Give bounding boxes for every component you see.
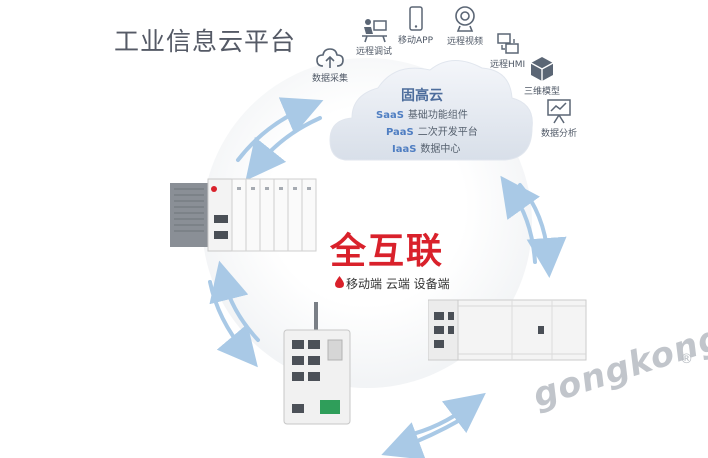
arrow-left-up (209, 260, 260, 342)
cloud-line-tag: IaaS (392, 144, 417, 155)
icon-3d-model: 三维模型 (524, 55, 560, 97)
webcam-icon (455, 6, 475, 32)
icon-remote-hmi: 远程HMI (490, 32, 525, 70)
cube-icon (530, 57, 554, 81)
cloud-title: 固高云 (401, 88, 443, 104)
icon-remote-video: 远程视频 (447, 5, 483, 47)
device-io-module (428, 299, 587, 361)
icon-label: 数据采集 (312, 74, 349, 84)
icon-label: 数据分析 (541, 129, 578, 139)
page-title: 工业信息云平台 (114, 27, 297, 56)
cloud-line-text: 数据中心 (420, 144, 461, 155)
cloud-line-text: 基础功能组件 (407, 110, 468, 121)
icon-label: 移动APP (398, 36, 434, 46)
icon-data-collect: 数据采集 (312, 46, 348, 84)
drop-icon (335, 276, 344, 288)
device-gateway (283, 302, 351, 425)
icon-label: 远程视频 (447, 37, 484, 47)
device-controller-rack (170, 178, 317, 252)
arrow-right-up (500, 175, 540, 264)
brand-title: 全互联 (330, 231, 445, 272)
cloud-line-tag: SaaS (376, 110, 404, 121)
icon-data-analysis: 数据分析 (541, 97, 577, 139)
arrow-top-left-out (236, 97, 324, 162)
cloud-line-tag: PaaS (386, 127, 414, 138)
mobile-phone-icon (408, 6, 423, 31)
icon-label: 远程HMI (490, 60, 526, 70)
hmi-screen-icon (496, 33, 519, 54)
chart-board-icon (547, 99, 571, 124)
cloud-upload-icon (316, 48, 344, 68)
workstation-icon (362, 19, 387, 43)
cloud-line-text: 二次开发平台 (417, 127, 478, 138)
arrow-top-left-in (245, 116, 322, 181)
brand-subtitle: 移动端 云端 设备端 (346, 277, 450, 291)
icon-remote-debug: 远程调试 (356, 17, 392, 57)
icon-mobile-app: 移动APP (398, 6, 433, 46)
icon-label: 远程调试 (356, 47, 393, 57)
watermark-registered-mark: ® (680, 352, 693, 367)
arrow-bottom-right-in (381, 418, 462, 458)
icon-label: 三维模型 (524, 87, 561, 97)
